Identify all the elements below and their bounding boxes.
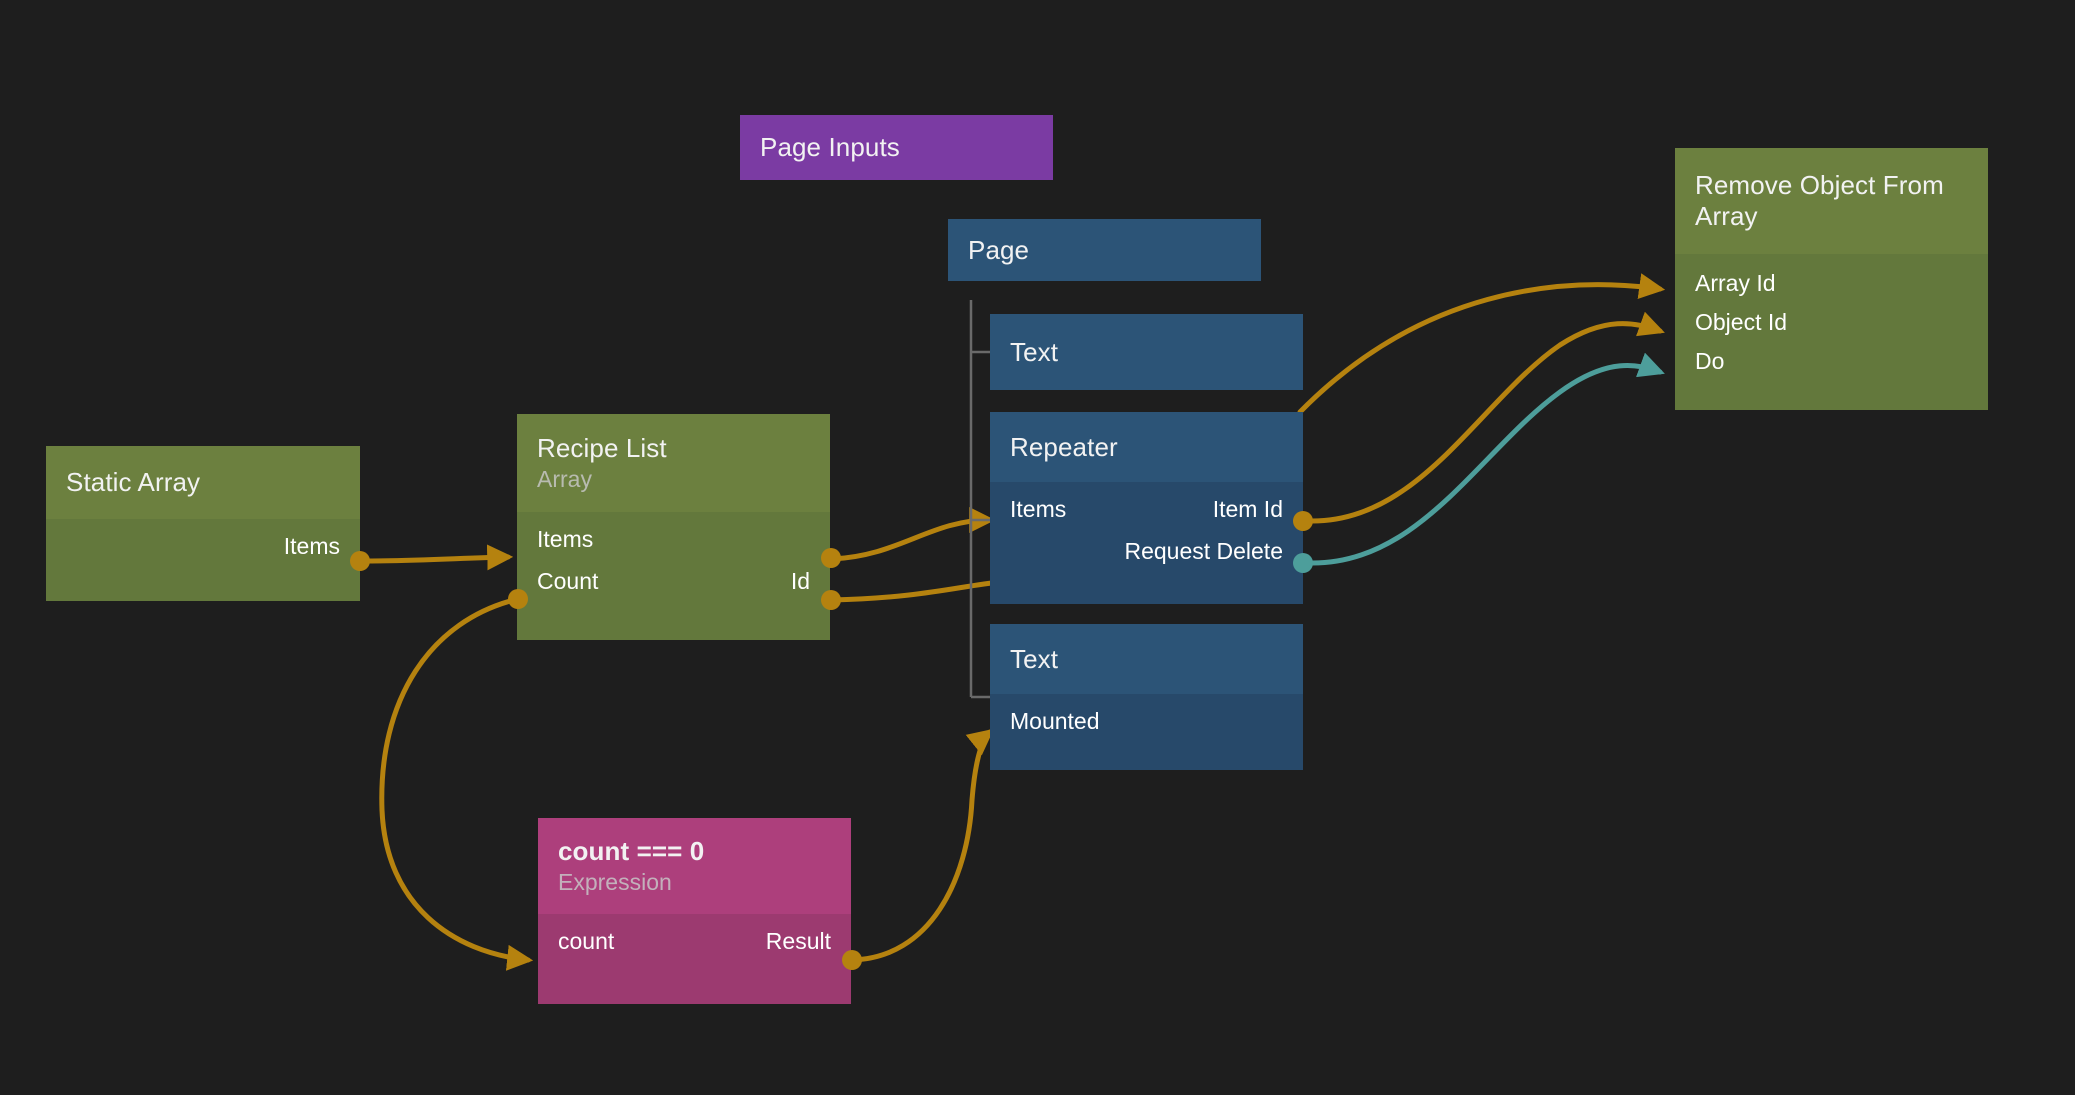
wire-recipelist-count-to-expression-count bbox=[379, 596, 534, 971]
port-label-request-delete: Request Delete bbox=[1124, 537, 1283, 564]
port-label-item-id: Item Id bbox=[1212, 495, 1283, 522]
port-row-items[interactable]: Items Item Id bbox=[1010, 492, 1283, 526]
wire-repeater-requestdelete-to-removeobject-do bbox=[1305, 352, 1665, 566]
wire-staticarray-items-to-recipelist-items bbox=[359, 544, 514, 571]
wire-recipelist-id-to-repeater-body bbox=[829, 579, 1003, 603]
node-title: Remove Object From Array bbox=[1695, 170, 1944, 231]
port-label-id: Id bbox=[790, 567, 810, 594]
node-recipe-list[interactable]: Recipe List Array Items Count Id bbox=[517, 414, 830, 640]
port-row-count[interactable]: Count Id bbox=[537, 564, 810, 598]
node-title: Page bbox=[968, 234, 1030, 265]
port-label-items: Items bbox=[537, 525, 594, 552]
port-dot-repeater-request-delete[interactable] bbox=[1293, 553, 1313, 573]
page-children-tree-line bbox=[969, 300, 990, 699]
node-body: Array Id Object Id Do bbox=[1675, 254, 1988, 410]
port-label-count: Count bbox=[537, 567, 599, 594]
port-row-items[interactable]: Items bbox=[66, 529, 340, 563]
port-dot-static-array-items[interactable] bbox=[350, 551, 370, 571]
port-dot-expression-result[interactable] bbox=[842, 950, 862, 970]
node-title: Static Array bbox=[66, 467, 201, 498]
node-body: Items Count Id bbox=[517, 512, 830, 640]
node-text-bottom[interactable]: Text Mounted bbox=[990, 624, 1303, 770]
port-label-do: Do bbox=[1695, 348, 1725, 374]
port-row-object-id[interactable]: Object Id bbox=[1695, 307, 1968, 338]
node-subtitle: Expression bbox=[558, 868, 672, 895]
port-dot-recipe-list-count-in[interactable] bbox=[508, 589, 528, 609]
port-dot-repeater-item-id[interactable] bbox=[1293, 511, 1313, 531]
node-header: Page Inputs bbox=[740, 115, 1053, 180]
node-header: Page bbox=[948, 219, 1261, 281]
node-body: Mounted bbox=[990, 694, 1303, 770]
node-title: Repeater bbox=[1010, 431, 1118, 462]
port-dot-recipe-list-id-out[interactable] bbox=[821, 590, 841, 610]
wire-expression-result-to-text-mounted bbox=[849, 728, 995, 963]
node-title: Text bbox=[1010, 336, 1059, 367]
port-label-mounted: Mounted bbox=[1010, 707, 1100, 734]
node-header: Recipe List Array bbox=[517, 414, 830, 512]
node-header: Remove Object From Array bbox=[1675, 148, 1988, 254]
node-title: Text bbox=[1010, 643, 1059, 674]
node-header: Static Array bbox=[46, 446, 360, 519]
port-row-do[interactable]: Do bbox=[1695, 346, 1968, 377]
node-header: count === 0 Expression bbox=[538, 818, 851, 914]
port-row-count[interactable]: count Result bbox=[558, 924, 831, 958]
node-header: Text bbox=[990, 624, 1303, 694]
node-remove-object-from-array[interactable]: Remove Object From Array Array Id Object… bbox=[1675, 148, 1988, 410]
node-page-inputs[interactable]: Page Inputs bbox=[740, 115, 1053, 180]
wire-repeater-itemid-to-removeobject-objectid bbox=[1305, 311, 1665, 524]
port-row-items[interactable]: Items bbox=[537, 522, 810, 556]
node-repeater[interactable]: Repeater Items Item Id Request Delete bbox=[990, 412, 1303, 604]
port-label-array-id: Array Id bbox=[1695, 270, 1776, 296]
node-body: Items bbox=[46, 519, 360, 601]
port-label-object-id: Object Id bbox=[1695, 309, 1788, 335]
port-row-request-delete[interactable]: Request Delete bbox=[1010, 534, 1283, 568]
node-body: Items Item Id Request Delete bbox=[990, 482, 1303, 604]
node-expression[interactable]: count === 0 Expression count Result bbox=[538, 818, 851, 1004]
wire-repeater-to-removeobject-arrayid bbox=[1297, 273, 1666, 415]
node-page[interactable]: Page bbox=[948, 219, 1261, 281]
port-dot-recipe-list-items-out[interactable] bbox=[821, 548, 841, 568]
node-subtitle: Array bbox=[537, 465, 592, 492]
node-static-array[interactable]: Static Array Items bbox=[46, 446, 360, 601]
node-title: Page Inputs bbox=[760, 132, 900, 163]
port-label-items: Items bbox=[1010, 495, 1067, 522]
node-text-top[interactable]: Text bbox=[990, 314, 1303, 390]
node-body: count Result bbox=[538, 914, 851, 1004]
port-label-result: Result bbox=[765, 927, 831, 954]
port-row-mounted[interactable]: Mounted bbox=[1010, 704, 1283, 738]
node-header: Repeater bbox=[990, 412, 1303, 482]
node-title: count === 0 bbox=[558, 835, 705, 866]
wire-recipelist-items-to-repeater-items bbox=[829, 507, 996, 562]
node-title: Recipe List bbox=[537, 432, 667, 463]
port-label-items: Items bbox=[283, 532, 340, 559]
port-row-array-id[interactable]: Array Id bbox=[1695, 268, 1968, 299]
node-header: Text bbox=[990, 314, 1303, 390]
port-label-count: count bbox=[558, 927, 615, 954]
